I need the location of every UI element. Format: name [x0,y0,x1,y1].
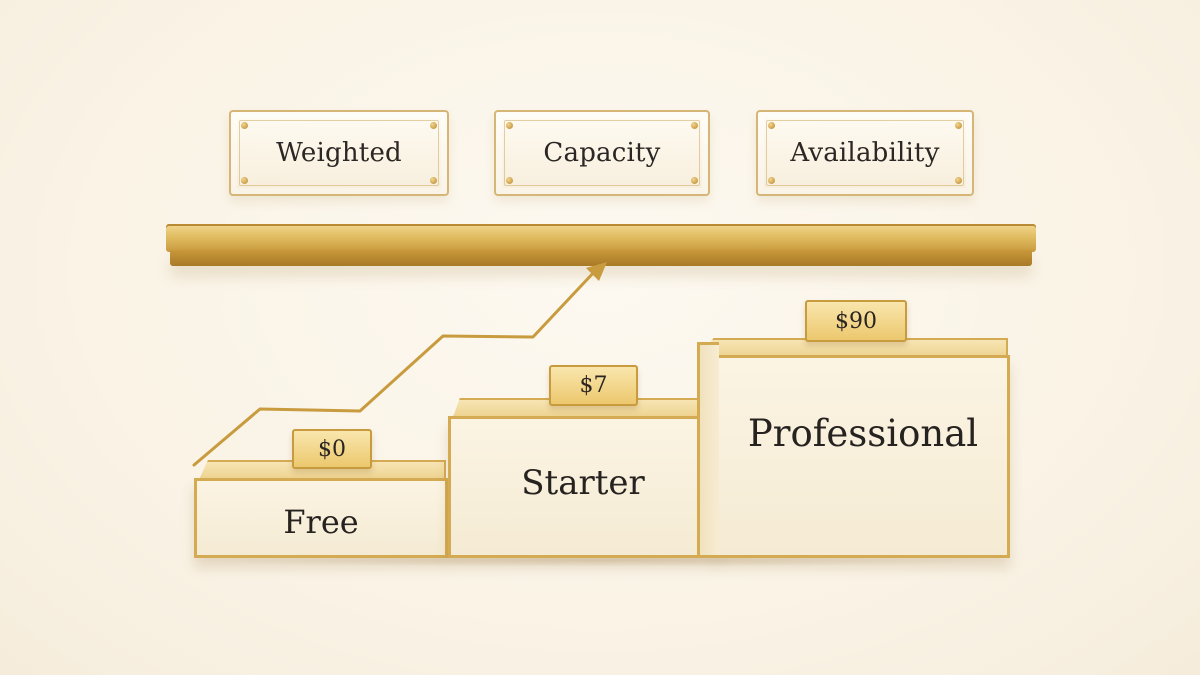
tier-name: Starter [521,463,645,503]
plaque-inner-frame [504,120,700,186]
screw-icon [768,177,775,184]
screw-icon [768,122,775,129]
plaque-inner-frame [766,120,964,186]
professional-box-side [697,342,719,558]
tier-starter-box: Starter [448,416,718,558]
screw-icon [241,177,248,184]
plaque-availability: Availability [756,110,974,196]
screw-icon [506,122,513,129]
plaque-label: Capacity [543,138,661,168]
screw-icon [691,122,698,129]
screw-icon [691,177,698,184]
screw-icon [955,177,962,184]
gold-shelf [166,224,1036,252]
screw-icon [430,122,437,129]
plaque-weighted: Weighted [229,110,449,196]
screw-icon [955,122,962,129]
price-tag-starter: $7 [549,365,638,406]
plaque-inner-frame [239,120,439,186]
price-tag-professional: $90 [805,300,907,342]
screw-icon [506,177,513,184]
plaque-label: Availability [790,138,940,168]
plaque-capacity: Capacity [494,110,710,196]
tier-professional-box: Professional [716,355,1010,558]
tier-free-box: Free [194,478,448,558]
plaque-label: Weighted [276,138,402,168]
price-tag-free: $0 [292,429,372,469]
screw-icon [430,177,437,184]
screw-icon [241,122,248,129]
gold-shelf-front [170,250,1032,266]
tier-name: Free [283,503,359,541]
tier-name: Professional [747,412,979,455]
